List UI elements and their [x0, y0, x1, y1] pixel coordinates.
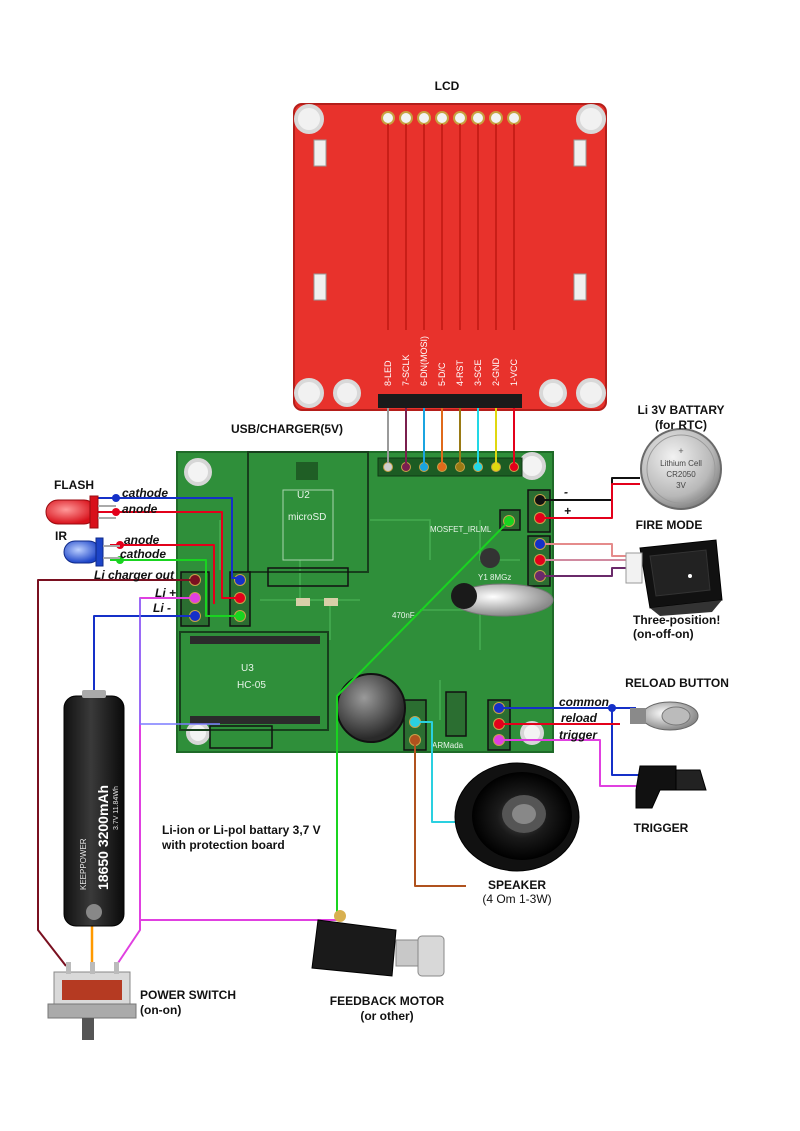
wire-common-down — [611, 708, 640, 776]
lcd-pin-label: 3-SCE — [473, 359, 483, 386]
reload-button-label: RELOAD BUTTON — [625, 676, 729, 690]
fire-mode-label: FIRE MODE — [635, 518, 703, 532]
power-switch[interactable] — [47, 962, 137, 1040]
rtc-minus-label: - — [564, 485, 568, 499]
ir-cathode-label: cathode — [120, 547, 167, 561]
trigger-switch[interactable] — [635, 765, 707, 809]
li-plus-label: Li + — [155, 586, 177, 600]
feedback-motor — [311, 910, 445, 977]
ir-label: IR — [55, 529, 67, 543]
usb-charger-label: USB/CHARGER(5V) — [230, 422, 344, 436]
wire-ir-cathode — [110, 559, 240, 617]
feedback-motor-sub: (or other) — [360, 1009, 414, 1023]
pcb-hc05-label: HC-05 — [237, 680, 266, 691]
wire-li-minus — [93, 615, 195, 696]
svg-text:+: + — [678, 446, 683, 456]
speaker-label: SPEAKER — [487, 878, 547, 892]
wire-trigger — [499, 739, 640, 787]
wire-ir-anode — [110, 544, 215, 604]
three-position-sub: (on-off-on) — [633, 627, 694, 641]
wire-speaker-brown — [414, 740, 466, 887]
main-pcb: U2 microSD U3 HC-05 MOSFET_IRLML Y1 8MGz… — [176, 451, 554, 753]
li-minus-label: Li - — [153, 601, 171, 615]
pcb-u3-label: U3 — [241, 663, 254, 674]
flash-label: FLASH — [54, 478, 94, 492]
ir-led — [63, 537, 120, 567]
reload-wire-label: reload — [561, 711, 598, 725]
li-charger-out-label: Li charger out — [94, 568, 175, 582]
battery-model-label: 18650 3200mAh — [95, 785, 111, 890]
lcd-pin-label: 8-LED — [383, 360, 393, 386]
pcb-crystal-label: Y1 8MGz — [478, 573, 511, 582]
battery-spec-label: 3.7V 11.84Wh — [113, 786, 120, 830]
pcb-mosfet-label: MOSFET_IRLML — [430, 525, 492, 534]
ir-anode-label: anode — [124, 533, 160, 547]
lcd-module: 8-LED 7-SCLK 6-DN(MOSI) 5-D/C 4-RST 3-SCE 2-GN… — [293, 103, 607, 411]
coin-cell-line1: Lithium Cell — [660, 459, 702, 468]
lcd-pin-label: 1-VCC — [509, 358, 519, 386]
wire-flash-anode — [96, 511, 240, 599]
speaker — [454, 762, 580, 872]
flash-cathode-label: cathode — [122, 486, 169, 500]
coin-cell-line2: CR2050 — [666, 470, 696, 479]
wire-fire-1 — [540, 543, 640, 557]
lcd-pin-label: 2-GND — [491, 357, 501, 386]
wire-fire-3 — [540, 567, 640, 577]
wire-rtc-plus — [540, 483, 640, 519]
trigger-label: TRIGGER — [633, 821, 689, 835]
pcb-marker-label: ARMada — [432, 741, 464, 750]
lcd-title: LCD — [434, 79, 460, 93]
battery-desc-1: Li-ion or Li-pol battary 3,7 V — [162, 823, 321, 837]
fire-mode-switch[interactable] — [625, 539, 723, 616]
lcd-pin-label: 6-DN(MOSI) — [419, 336, 429, 386]
pcb-microsd-label: microSD — [288, 512, 326, 523]
battery-brand-label: KEEPPOWER — [79, 838, 88, 890]
trigger-wire-label: trigger — [559, 728, 598, 742]
flash-led — [45, 495, 116, 529]
rtc-battery-title: Li 3V BATTARY — [637, 403, 725, 417]
wire-rtc-minus — [540, 477, 640, 501]
three-position-label: Three-position! — [633, 613, 721, 627]
power-switch-sub: (on-on) — [140, 1003, 182, 1017]
pcb-u2-label: U2 — [297, 490, 310, 501]
lcd-pin-label: 4-RST — [455, 359, 465, 386]
reload-button[interactable] — [630, 701, 699, 731]
wire-motor — [336, 520, 510, 916]
battery-desc-2: with protection board — [162, 838, 285, 852]
speaker-sub: (4 Om 1-3W) — [482, 892, 552, 906]
common-wire-label: common — [559, 695, 610, 709]
wire-speaker-cyan — [415, 721, 470, 823]
rtc-plus-label: + — [564, 504, 572, 518]
pcb-cap-label: 470nF — [392, 611, 415, 620]
wire-li-charger-out — [37, 579, 195, 967]
power-switch-label: POWER SWITCH — [140, 988, 236, 1002]
lcd-pin-label: 5-D/C — [437, 362, 447, 386]
wire-pcb-left — [139, 598, 220, 725]
rtc-battery-sub: (for RTC) — [655, 418, 707, 432]
coin-cell-line3: 3V — [676, 481, 686, 490]
coin-cell-battery: + Lithium Cell CR2050 3V — [640, 428, 722, 510]
wire-li-plus — [115, 597, 195, 967]
flash-anode-label: anode — [122, 502, 158, 516]
feedback-motor-label: FEEDBACK MOTOR — [329, 994, 445, 1008]
battery-18650: 18650 3200mAh KEEPPOWER 3.7V 11.84Wh — [63, 690, 125, 927]
lcd-pin-label: 7-SCLK — [401, 354, 411, 386]
